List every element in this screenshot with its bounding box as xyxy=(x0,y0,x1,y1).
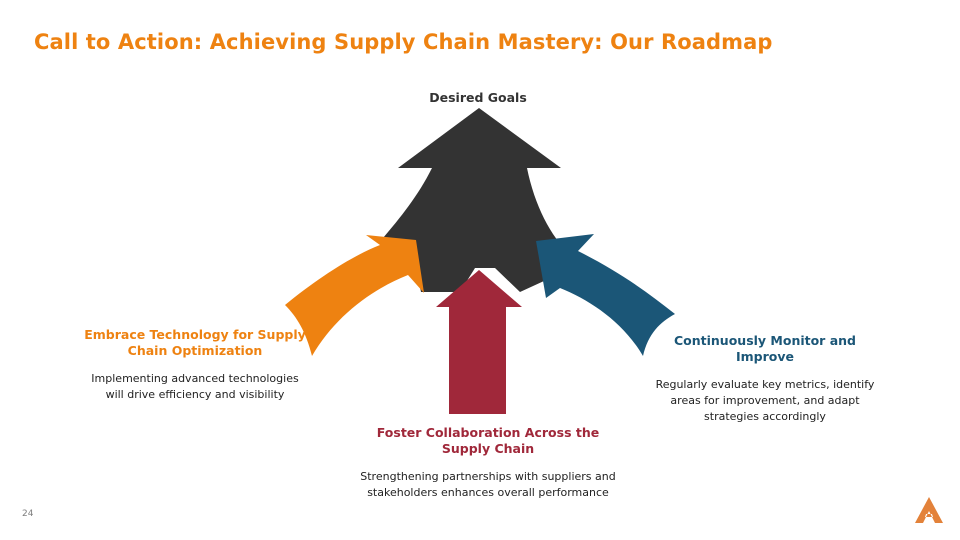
collaboration-step-title: Foster Collaboration Across the Supply C… xyxy=(376,425,600,456)
monitor-step-description: Regularly evaluate key metrics, identify… xyxy=(655,378,875,423)
monitor-step-title: Continuously Monitor and Improve xyxy=(673,333,856,364)
monitor-arrow xyxy=(536,234,675,356)
slide-title: Call to Action: Achieving Supply Chain M… xyxy=(34,30,773,54)
technology-arrow xyxy=(285,235,424,356)
technology-step-title: Embrace Technology for Supply Chain Opti… xyxy=(84,327,306,358)
collaboration-step-description: Strengthening partnerships with supplier… xyxy=(360,470,616,499)
technology-step-description: Implementing advanced technologies will … xyxy=(91,372,299,401)
triangle-a-logo-icon xyxy=(915,497,943,523)
goal-arrow xyxy=(383,108,581,292)
goal-label: Desired Goals xyxy=(429,90,527,105)
collaboration-arrow xyxy=(436,270,522,414)
page-number: 24 xyxy=(22,509,34,519)
